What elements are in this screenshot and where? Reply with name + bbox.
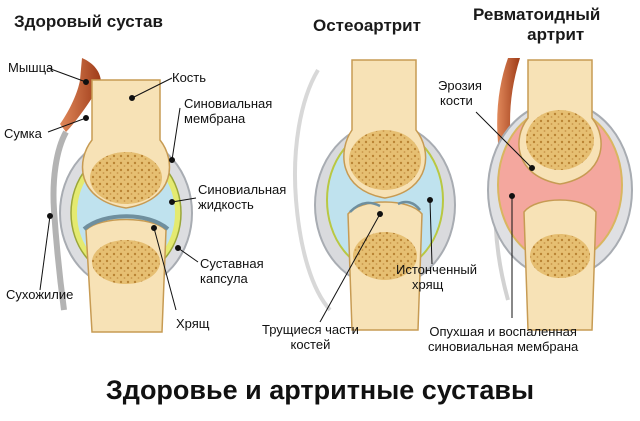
oa-upper-bone-marrow	[349, 130, 421, 190]
healthy-joint-illustration	[50, 58, 193, 333]
oa-tendon-shape	[292, 68, 332, 312]
rheumatoid-title: Ревматоидный артрит	[473, 5, 600, 45]
ra-upper-bone-marrow	[526, 110, 594, 170]
cartilage-shape	[82, 214, 170, 231]
label-bursa: Сумка	[4, 126, 42, 141]
label-rubbing-bones-line-1: Трущиеся части	[262, 322, 359, 337]
label-rubbing-bones-line-2: костей	[290, 337, 331, 352]
label-synovial-membrane-line-1: Синовиальная	[184, 96, 273, 111]
label-inflamed-membrane: Опухшая и воспаленная синовиальная мембр…	[428, 324, 578, 354]
label-inflamed-membrane-line-1: Опухшая и воспаленная	[429, 324, 577, 339]
label-synovial-fluid-line-2: жидкость	[198, 197, 254, 212]
label-bone-erosion-line-1: Эрозия	[438, 78, 482, 93]
ra-lower-bone-marrow	[530, 234, 590, 278]
label-thinned-cartilage-line-1: Истонченный	[396, 262, 478, 277]
label-cartilage: Хрящ	[176, 316, 210, 331]
rheumatoid-joint-illustration	[487, 58, 633, 331]
rheumatoid-title-line-2: артрит	[527, 25, 585, 44]
osteoarthritis-title: Остеоартрит	[313, 16, 421, 35]
healthy-joint-title: Здоровый сустав	[14, 12, 163, 31]
oa-lower-bone-marrow	[353, 232, 417, 280]
label-tendon: Сухожилие	[6, 287, 74, 302]
oa-thin-cartilage-shape	[349, 200, 421, 213]
lower-bone-marrow	[92, 240, 160, 284]
label-inflamed-membrane-line-2: синовиальная мембрана	[428, 339, 579, 354]
rheumatoid-title-line-1: Ревматоидный	[473, 5, 601, 24]
muscle-shape	[60, 58, 102, 132]
label-joint-capsule: Суставная капсула	[200, 256, 264, 286]
label-thinned-cartilage-line-2: хрящ	[412, 277, 444, 292]
label-synovial-membrane-line-2: мембрана	[184, 111, 246, 126]
label-muscle: Мышца	[8, 60, 54, 75]
label-synovial-fluid: Синовиальная жидкость	[198, 182, 286, 212]
label-thinned-cartilage: Истонченный хрящ	[396, 262, 477, 292]
tendon-shape	[50, 130, 69, 311]
label-joint-capsule-line-1: Суставная	[200, 256, 264, 271]
label-bone-erosion: Эрозия кости	[438, 78, 482, 108]
label-joint-capsule-line-2: капсула	[200, 271, 248, 286]
label-synovial-membrane: Синовиальная мембрана	[184, 96, 272, 126]
label-bone-erosion-line-2: кости	[440, 93, 473, 108]
leader-lines	[39, 67, 535, 323]
label-rubbing-bones: Трущиеся части костей	[262, 322, 359, 352]
label-bone: Кость	[172, 70, 207, 85]
upper-bone-marrow	[90, 152, 162, 204]
osteoarthritis-joint-illustration	[292, 59, 456, 331]
diagram-caption: Здоровье и артритные суставы	[105, 375, 535, 405]
label-synovial-fluid-line-1: Синовиальная	[198, 182, 287, 197]
